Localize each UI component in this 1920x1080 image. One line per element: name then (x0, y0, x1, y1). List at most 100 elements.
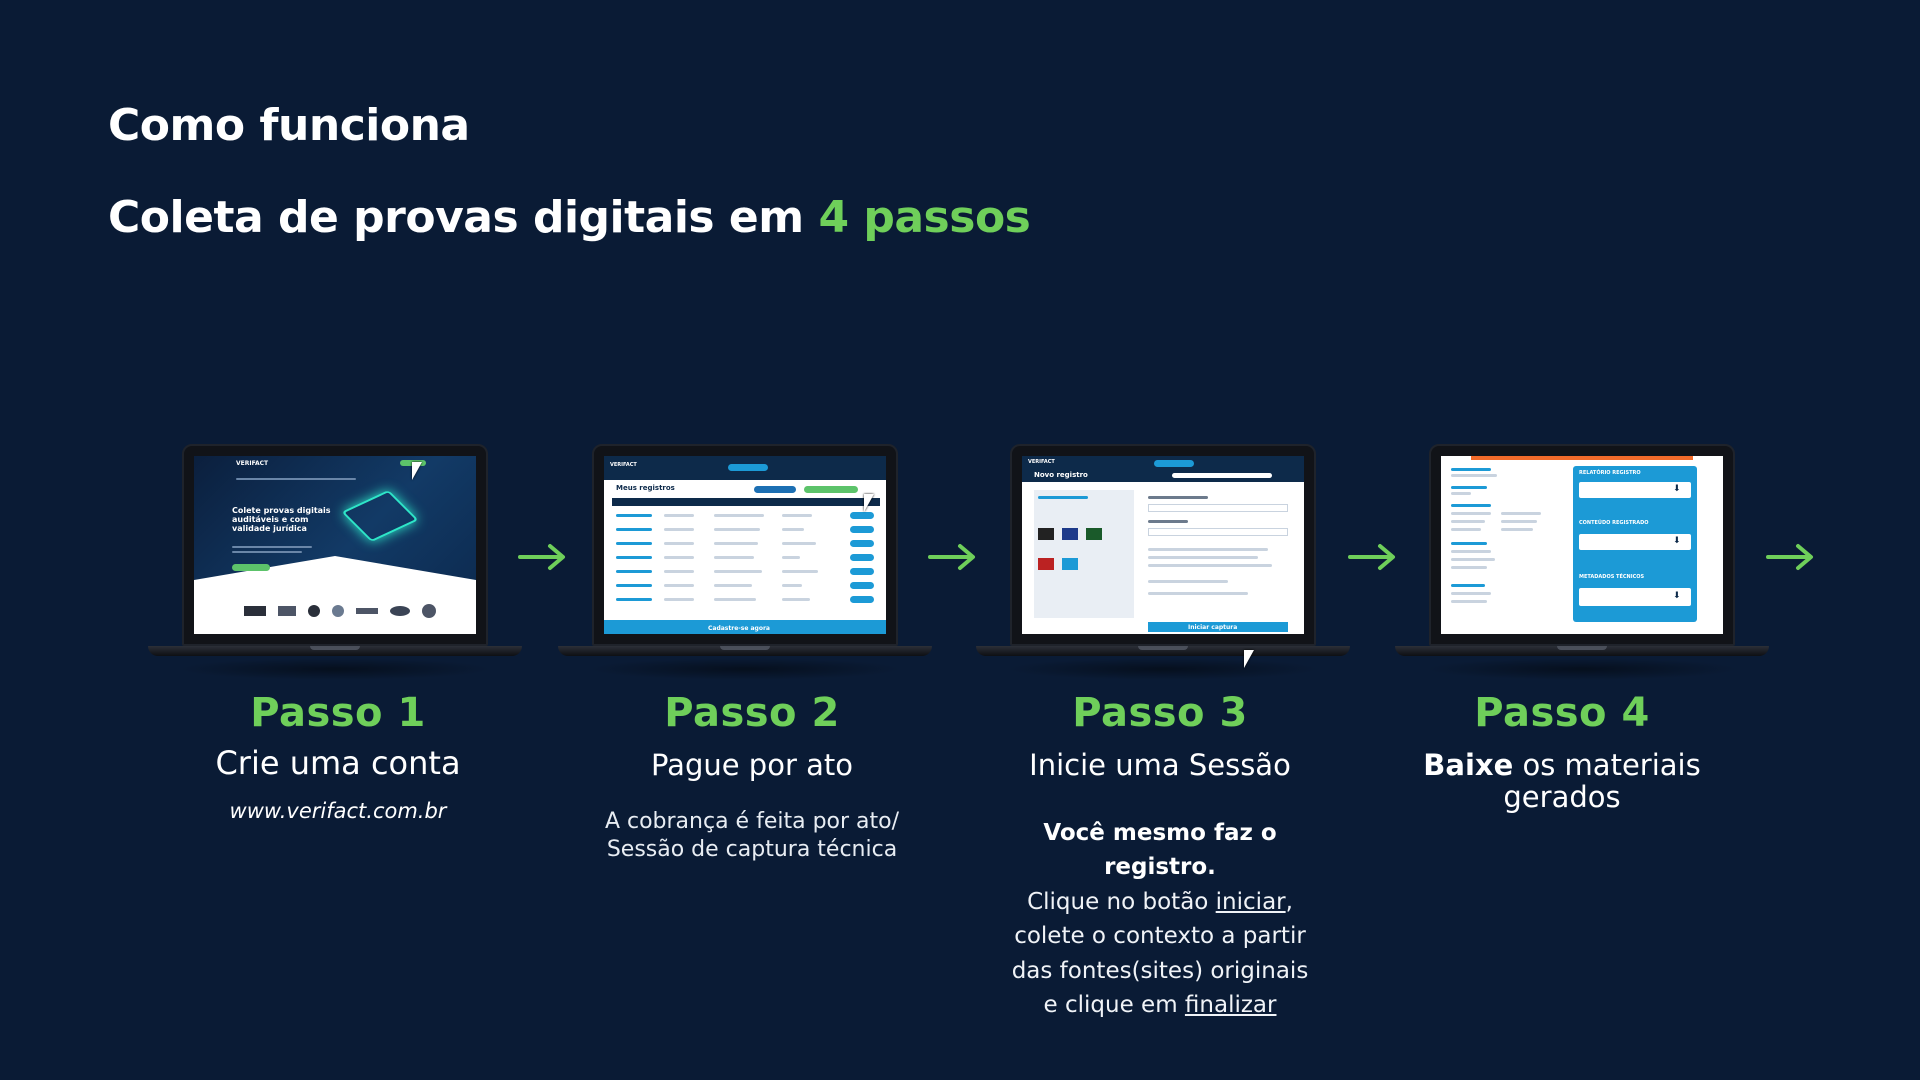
step-number: Passo 2 (664, 690, 840, 736)
step-2: Passo 2 Pague por ato A cobrança é feita… (552, 690, 952, 865)
signup-banner (604, 620, 886, 634)
step-description-line: Clique no botão iniciar, (960, 885, 1360, 920)
table-row (714, 528, 760, 531)
info-line (1451, 520, 1485, 523)
row-pill (850, 596, 874, 603)
step-emphasis-line: Você mesmo faz o (1043, 819, 1277, 846)
laptop-lid: VERIFACT Meus registros Cadastre-se agor… (592, 444, 898, 646)
table-row (782, 528, 804, 531)
partner-logo (278, 606, 296, 616)
cursor-icon (412, 462, 422, 480)
table-row (664, 542, 694, 545)
laptop-lid: RELATÓRIO REGISTRO ⬇ CONTEÚDO REGISTRADO… (1429, 444, 1735, 646)
step-description-line: colete o contexto a partir (1014, 923, 1306, 950)
header-strip (1471, 456, 1693, 460)
laptop-notch (720, 646, 770, 650)
table-row (616, 598, 652, 601)
step-heading-line: Baixe os materiais (1362, 748, 1762, 782)
info-heading (1451, 504, 1491, 507)
topbar-pill (728, 464, 768, 471)
step-heading: Baixe os materiais gerados (1362, 748, 1762, 814)
text-fragment: , (1285, 888, 1293, 915)
table-row (782, 556, 800, 559)
info-line (1501, 520, 1537, 523)
laptop-base (558, 646, 932, 656)
step-url: www.verifact.com.br (229, 799, 447, 824)
download-icon: ⬇ (1673, 484, 1681, 494)
subtitle-prefix: Coleta de provas digitais em (108, 192, 819, 243)
hero-sub-line (232, 551, 302, 553)
table-row (714, 570, 762, 573)
table-row (664, 598, 694, 601)
table-row (664, 514, 694, 517)
form-text (1148, 580, 1228, 583)
table-row (664, 570, 694, 573)
step-description: Clique no botão iniciar, colete o contex… (960, 885, 1360, 1023)
arrow-right-icon (928, 544, 975, 570)
text-fragment: Baixe (1423, 748, 1514, 782)
partner-logos (244, 604, 444, 618)
info-line (1501, 512, 1541, 515)
cursor-icon (864, 494, 874, 512)
step-description-line: A cobrança é feita por ato/ (604, 808, 900, 834)
partner-logo (244, 606, 266, 616)
table-row (782, 514, 812, 517)
table-row (782, 584, 802, 587)
laptop-lid: VERIFACT Colete provas digitais auditáve… (182, 444, 488, 646)
form-text (1148, 548, 1268, 551)
step-1: Passo 1 Crie uma conta www.verifact.com.… (138, 690, 538, 823)
step-heading: Pague por ato (651, 748, 853, 782)
table-row (664, 528, 694, 531)
step-description-line: Sessão de captura técnica (606, 837, 898, 863)
screen-brand: VERIFACT (1028, 459, 1055, 465)
screen-brand: VERIFACT (610, 462, 637, 468)
info-line (1451, 528, 1481, 531)
table-row (664, 556, 694, 559)
table-row (714, 598, 756, 601)
cursor-icon (1244, 650, 1254, 668)
step-3: Passo 3 Inicie uma Sessão Você mesmo faz… (960, 690, 1360, 1023)
section-title: Meus registros (616, 484, 675, 492)
step-heading: Inicie uma Sessão (1029, 748, 1291, 782)
table-header (612, 498, 880, 506)
panel-heading: CONTEÚDO REGISTRADO (1579, 520, 1649, 526)
text-fragment: os materiais (1513, 748, 1701, 782)
step-number: Passo 3 (1072, 690, 1248, 736)
step-description: A cobrança é feita por ato/ Sessão de ca… (552, 808, 952, 865)
screen-new-record: VERIFACT Novo registro Iniciar captura (1022, 456, 1304, 634)
start-capture-label: Iniciar captura (1188, 624, 1238, 631)
nav-line (236, 478, 356, 480)
download-icon: ⬇ (1673, 591, 1681, 601)
form-text (1148, 556, 1258, 559)
screen-brand: VERIFACT (236, 460, 269, 467)
laptop-lid: VERIFACT Novo registro Iniciar captura (1010, 444, 1316, 646)
form-text (1148, 592, 1248, 595)
laptop-shadow (588, 658, 902, 680)
table-row (616, 542, 652, 545)
laptop-step-3: VERIFACT Novo registro Iniciar captura (976, 444, 1350, 684)
row-pill (850, 568, 874, 575)
step-heading: Crie uma conta (215, 744, 461, 782)
download-icon: ⬇ (1673, 536, 1681, 546)
download-file-card (1579, 588, 1691, 606)
table-row (616, 556, 652, 559)
table-row (664, 584, 694, 587)
row-pill (850, 582, 874, 589)
partner-logo (356, 608, 378, 614)
hero-cta-pill (232, 564, 270, 571)
filter-pill (754, 486, 796, 493)
info-line (1451, 592, 1491, 595)
info-heading (1451, 486, 1487, 489)
download-file-card (1579, 534, 1691, 550)
info-line (1451, 566, 1487, 569)
table-row (616, 528, 652, 531)
laptop-shadow (1006, 658, 1320, 680)
signup-banner-text: Cadastre-se agora (708, 625, 770, 632)
arrow-right-icon (1766, 544, 1813, 570)
laptop-base (1395, 646, 1769, 656)
step-emphasis-line: registro. (1104, 854, 1216, 881)
panel-heading: RELATÓRIO REGISTRO (1579, 470, 1641, 476)
partner-logo (332, 605, 344, 617)
laptop-notch (1557, 646, 1607, 650)
laptop-step-2: VERIFACT Meus registros Cadastre-se agor… (558, 444, 932, 684)
